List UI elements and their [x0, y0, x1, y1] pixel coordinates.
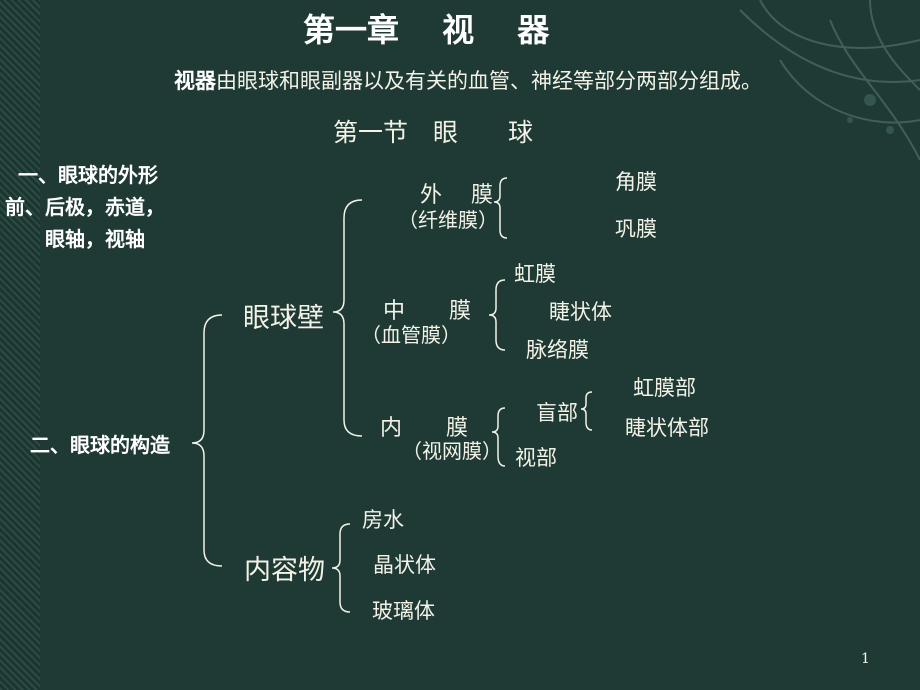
vitreous-body-label: 玻璃体	[372, 599, 435, 623]
lens-label: 晶状体	[373, 553, 436, 577]
middle-layer-label: 中 膜	[383, 299, 472, 324]
left-pattern-strip	[0, 0, 40, 690]
brace-inner	[491, 407, 506, 467]
sclera-label: 巩膜	[615, 217, 657, 241]
left-heading-1-line-1: 一、眼球的外形	[18, 163, 158, 187]
choroid-label: 脉络膜	[526, 338, 589, 362]
brace-contents	[331, 523, 351, 613]
contents-label: 内容物	[244, 555, 325, 586]
ciliary-part-label: 睫状体部	[625, 416, 709, 440]
left-heading-1-line-3: 眼轴，视轴	[45, 227, 145, 251]
slide-title: 第一章 视 器	[303, 11, 550, 49]
page-number: 1	[861, 651, 870, 667]
brace-blind	[580, 391, 593, 431]
visual-part-label: 视部	[515, 446, 557, 470]
eyeball-wall-label: 眼球壁	[243, 303, 324, 334]
brace-wall	[332, 199, 363, 437]
brace-root	[191, 314, 223, 567]
outer-layer-label: 外 膜	[420, 183, 493, 208]
outer-layer-sub: （纤维膜）	[398, 208, 498, 232]
left-heading-2: 二、眼球的构造	[30, 433, 170, 457]
section-title: 第一节 眼 球	[333, 118, 534, 147]
middle-layer-sub: （血管膜）	[361, 323, 461, 347]
blind-part-label: 盲部	[536, 401, 578, 425]
intro-text: 由眼球和眼副器以及有关的血管、神经等部分两部分组成。	[216, 69, 762, 93]
decorative-swirl	[739, 0, 920, 161]
cornea-label: 角膜	[615, 170, 657, 194]
intro-bold: 视器	[174, 68, 216, 93]
intro-line: 视器由眼球和眼副器以及有关的血管、神经等部分两部分组成。	[174, 70, 762, 92]
left-heading-1-line-2: 前、后极，赤道，	[5, 195, 165, 219]
iris-label: 虹膜	[514, 262, 556, 286]
iridial-part-label: 虹膜部	[633, 376, 696, 400]
aqueous-humor-label: 房水	[362, 508, 404, 532]
inner-layer-sub: （视网膜）	[402, 439, 502, 463]
inner-layer-label: 内 膜	[380, 416, 469, 441]
brace-outer	[493, 177, 508, 239]
brace-middle	[488, 279, 506, 351]
ciliary-body-label: 睫状体	[549, 300, 612, 324]
